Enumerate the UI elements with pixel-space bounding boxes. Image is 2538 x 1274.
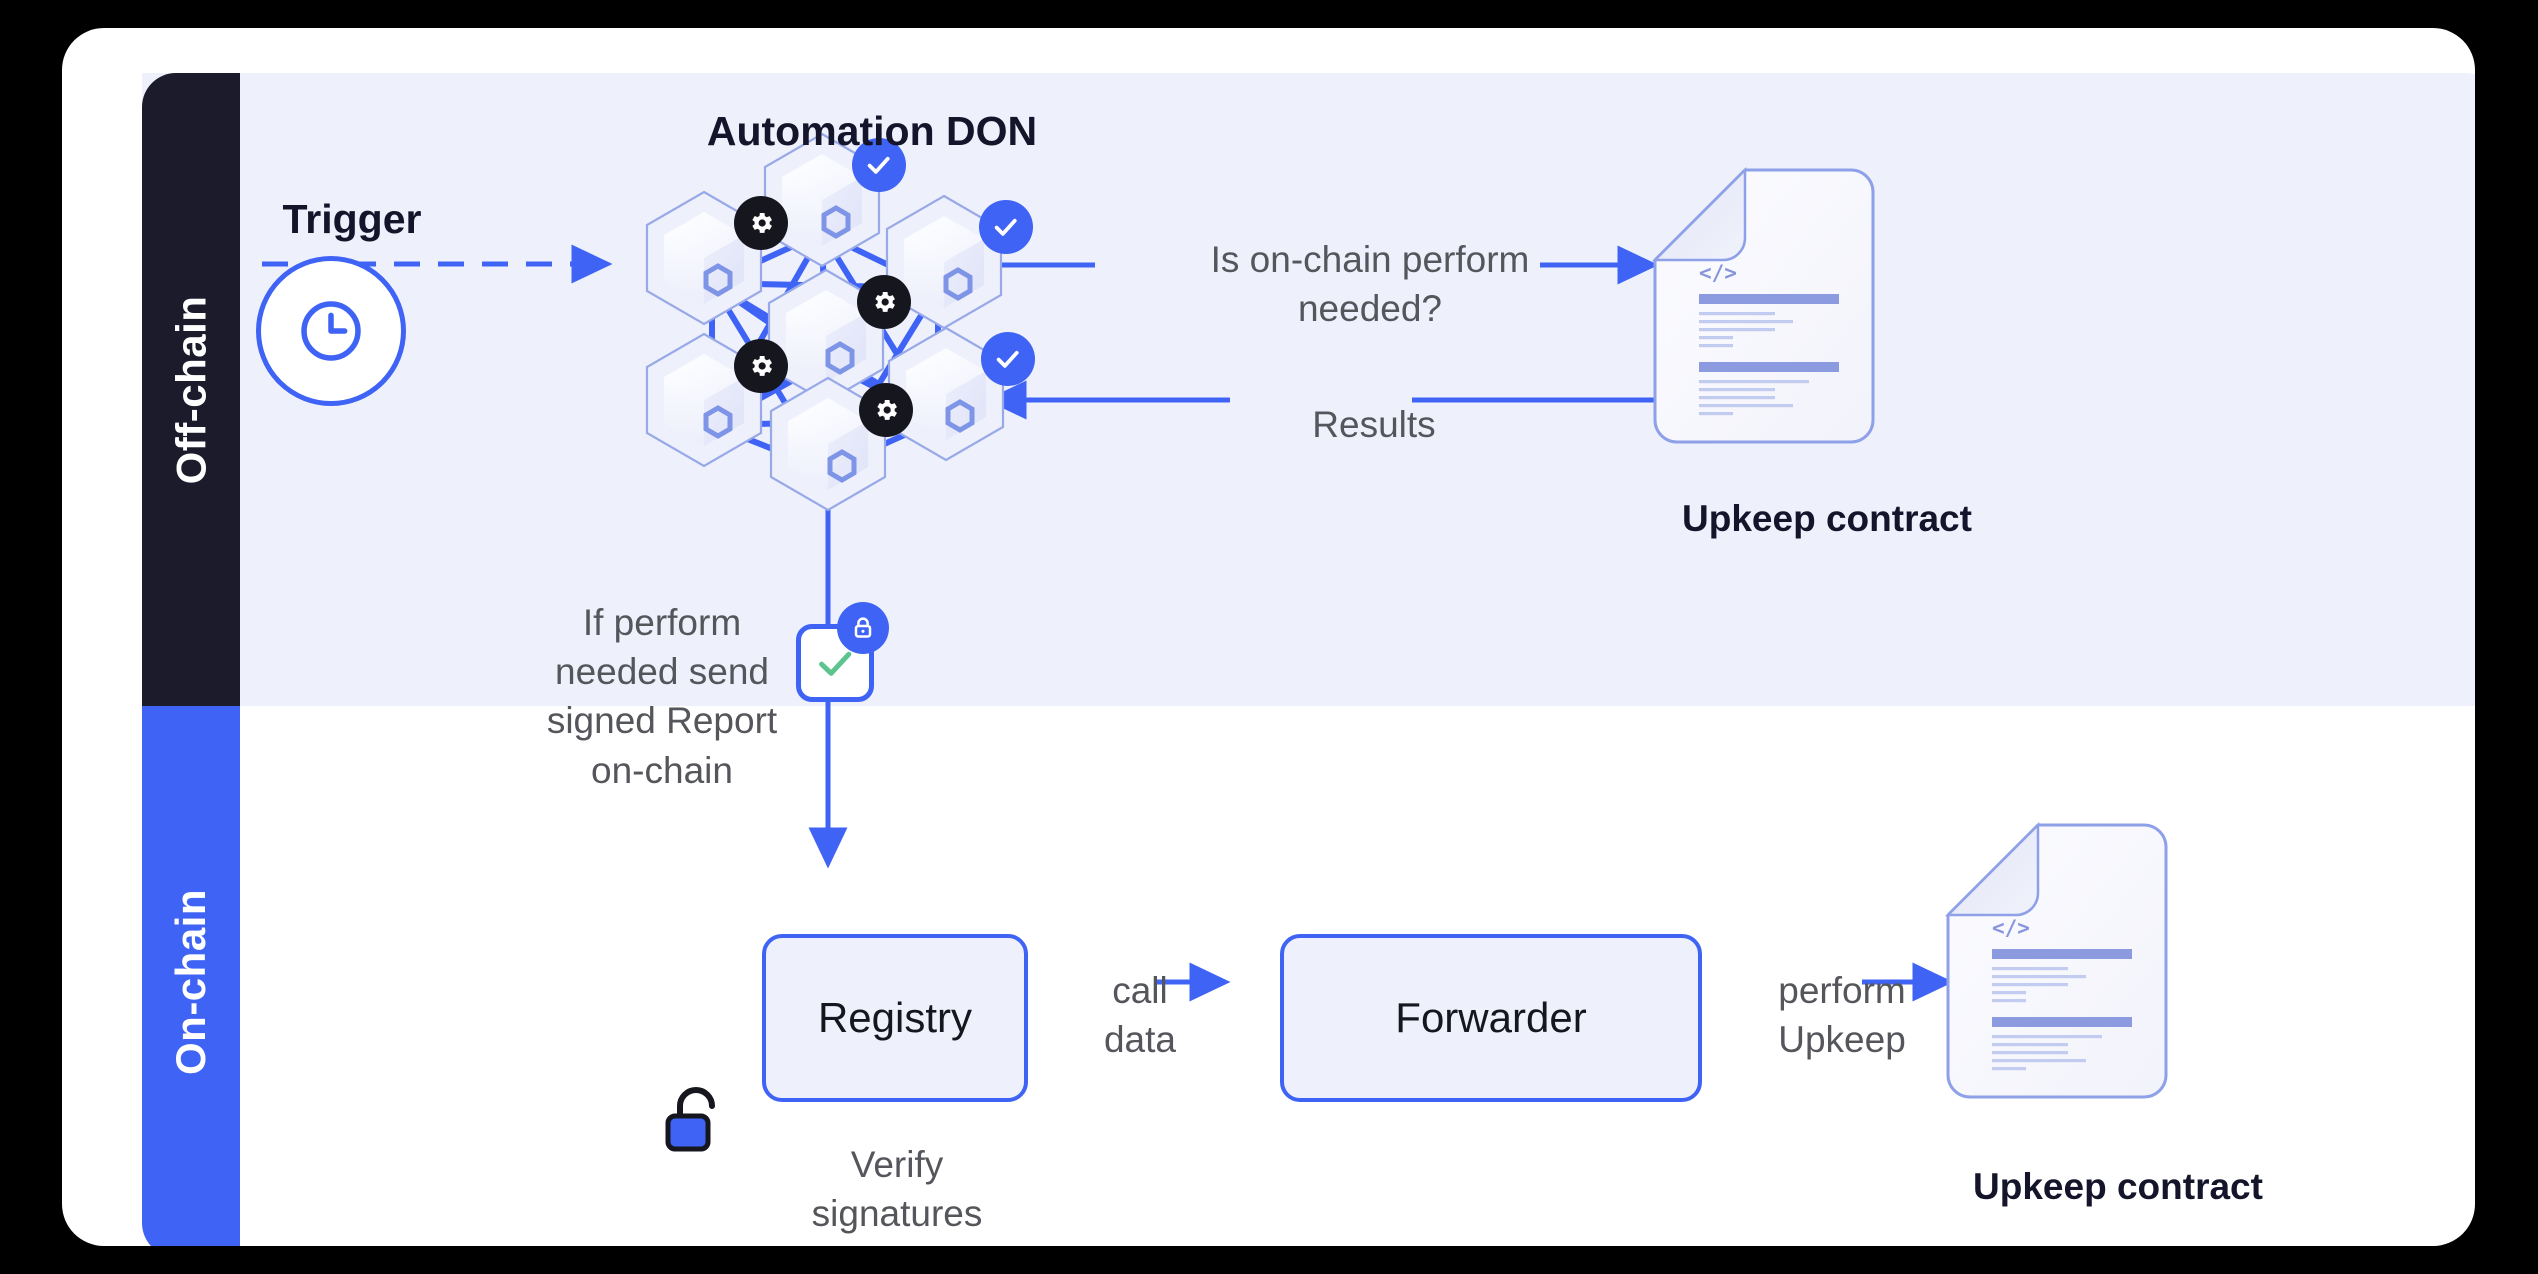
edge-label-query: Is on-chain perform needed? [1210, 239, 1530, 330]
don-node-lower-right-check-icon [981, 332, 1035, 386]
edge-label-perform-upkeep: perform Upkeep [1778, 970, 1906, 1061]
edge-label-signed-report: If perform needed send signed Report on-… [546, 602, 778, 791]
don-node-upper-left-gear-icon [734, 196, 788, 250]
onchain-box-forwarder[interactable]: Forwarder [1280, 934, 1702, 1102]
lane-offchain: Off-chain [142, 73, 240, 706]
onchain-box-forwarder-label: Forwarder [1395, 994, 1587, 1041]
upkeep-contract-offchain-label: Upkeep contract [1682, 498, 1972, 539]
upkeep-contract-onchain-label: Upkeep contract [1973, 1166, 2263, 1207]
don-node-center-gear-icon [857, 275, 911, 329]
upkeep-contract-onchain-doc: </> [1944, 821, 2168, 1099]
check-icon [819, 651, 852, 676]
trigger-label: Trigger [282, 196, 422, 242]
svg-text:</>: </> [1992, 916, 2030, 940]
edge-label-verify-signatures: Verify signatures [811, 1144, 983, 1235]
don-node-lower-left-gear-icon [734, 339, 788, 393]
diagram-card: Off-chain On-chain [62, 28, 2475, 1246]
onchain-box-registry-label: Registry [817, 994, 973, 1041]
don-node-bottom-gear-icon [859, 383, 913, 437]
don-node-upper-right-check-icon [979, 200, 1033, 254]
clock-icon [301, 301, 361, 361]
edge-label-call-data: call data [1103, 970, 1176, 1061]
trigger-node[interactable] [256, 256, 406, 406]
don-node-top-check-icon [852, 138, 906, 192]
lane-offchain-label: Off-chain [167, 295, 215, 484]
lock-open-icon [665, 1087, 715, 1152]
section-title-automation-don: Automation DON [706, 108, 1038, 154]
lane-onchain-label: On-chain [167, 888, 215, 1075]
onchain-box-registry[interactable]: Registry [762, 934, 1028, 1102]
lock-closed-icon [837, 602, 889, 654]
edge-label-results: Results [1312, 404, 1436, 445]
lane-onchain: On-chain [142, 706, 240, 1246]
offchain-background-panel [142, 73, 2475, 706]
